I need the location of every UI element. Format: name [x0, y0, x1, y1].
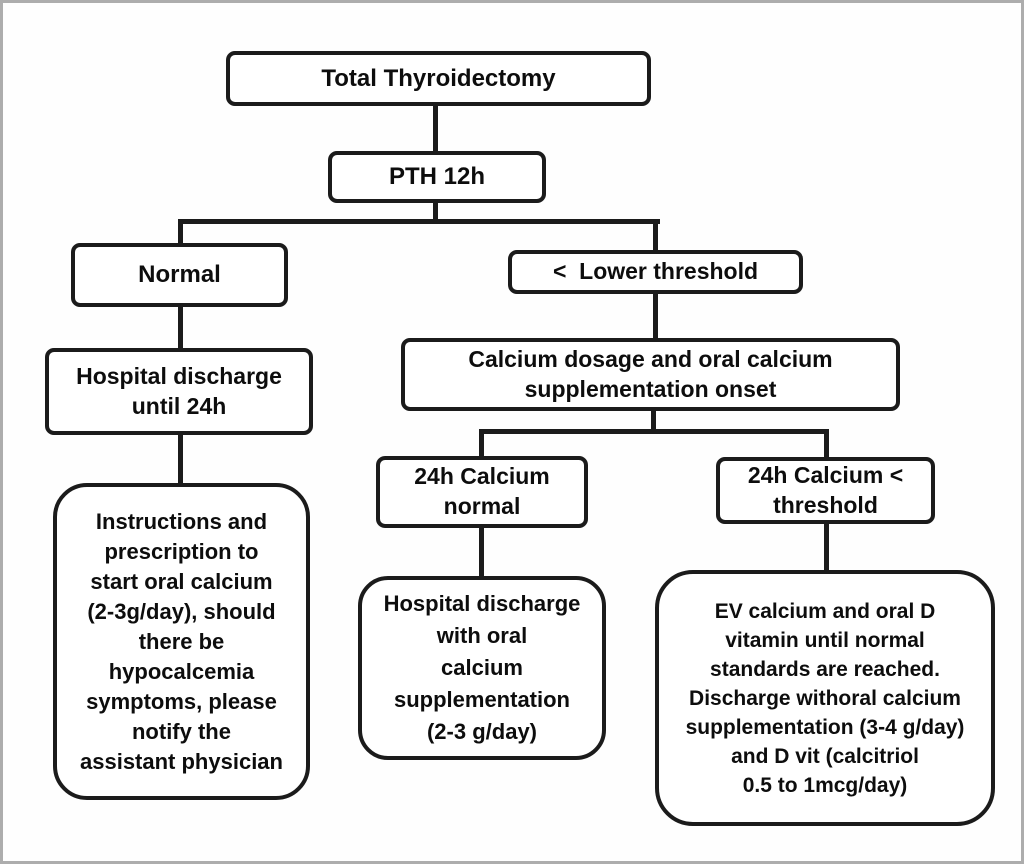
node-total-thyroidectomy: Total Thyroidectomy [226, 51, 651, 106]
edge-total-to-pth [433, 104, 438, 153]
node-pth-12h: PTH 12h [328, 151, 546, 203]
edge-hospital-to-instructions [178, 433, 183, 485]
edge-calcium-below-to-ev [824, 522, 829, 572]
node-calcium-dosage-onset: Calcium dosage and oral calcium suppleme… [401, 338, 900, 411]
node-ev-calcium-d-vitamin: EV calcium and oral D vitamin until norm… [655, 570, 995, 826]
edge-drop-to-calcium-below [824, 429, 829, 459]
node-normal: Normal [71, 243, 288, 307]
edge-pth-stem [433, 201, 438, 223]
edge-drop-to-lower-threshold [653, 219, 658, 254]
node-instructions-prescription: Instructions and prescription to start o… [53, 483, 310, 800]
edge-branch-mid-horizontal [479, 429, 829, 434]
edge-calcium-dosage-stem [651, 409, 656, 431]
edge-branch-top-horizontal [178, 219, 660, 224]
edge-calcium-normal-to-discharge [479, 526, 484, 578]
edge-drop-to-calcium-normal [479, 429, 484, 458]
node-discharge-with-oral-calcium: Hospital discharge with oral calcium sup… [358, 576, 606, 760]
node-24h-calcium-normal: 24h Calcium normal [376, 456, 588, 528]
edge-lower-to-calcium-dosage [653, 292, 658, 340]
node-24h-calcium-below-threshold: 24h Calcium < threshold [716, 457, 935, 524]
node-lower-threshold: < Lower threshold [508, 250, 803, 294]
edge-normal-to-hospital-discharge [178, 305, 183, 350]
node-hospital-discharge-until-24h: Hospital discharge until 24h [45, 348, 313, 435]
edge-drop-to-normal [178, 219, 183, 247]
